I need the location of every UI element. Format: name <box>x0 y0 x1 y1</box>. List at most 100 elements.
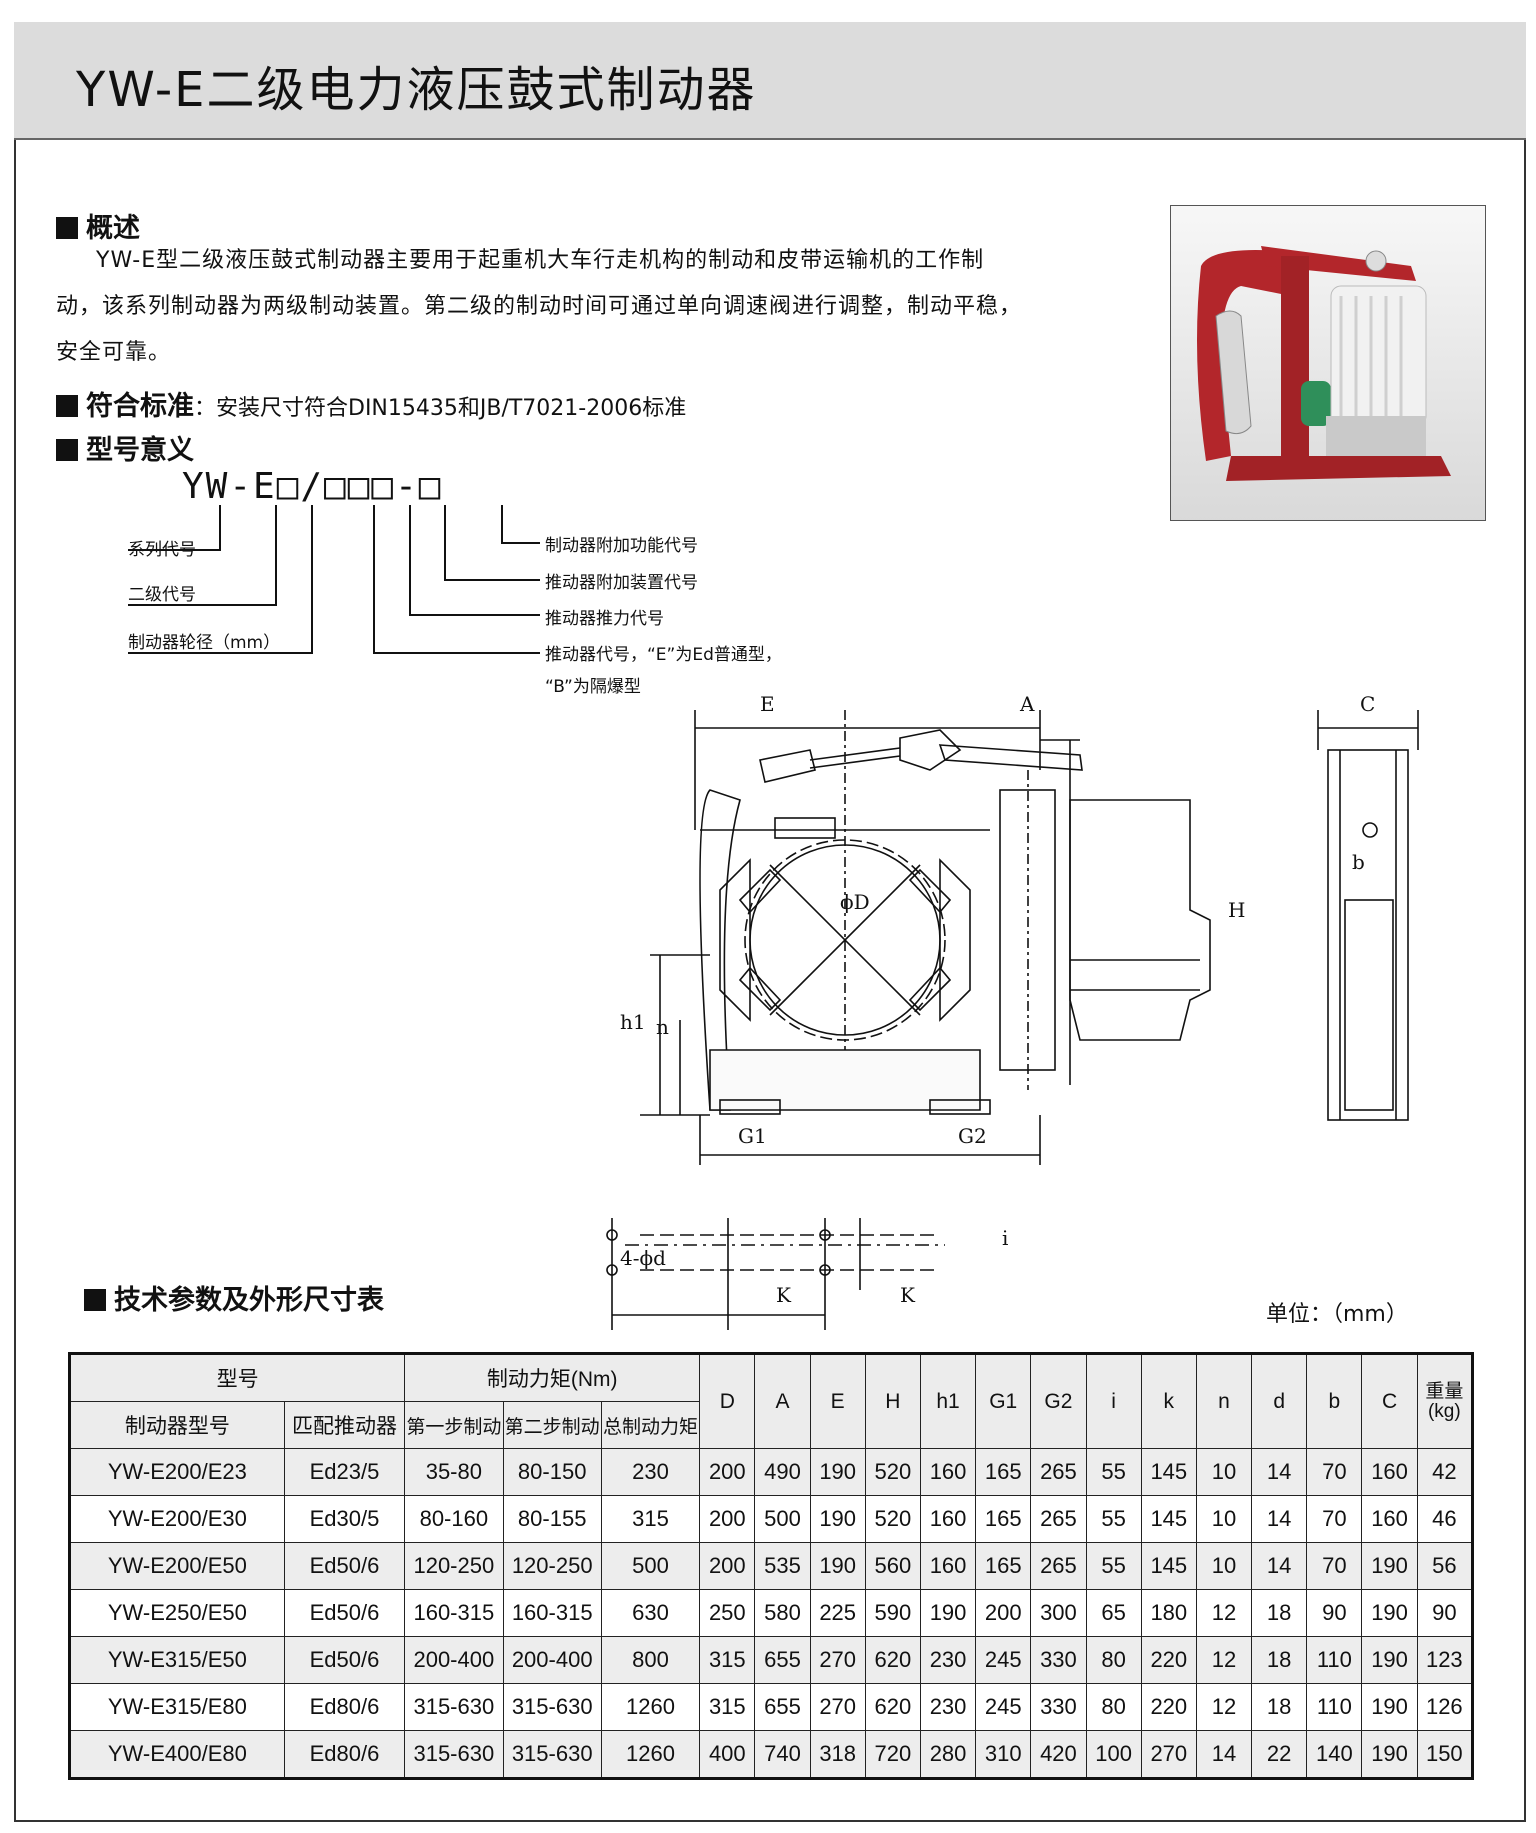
table-cell: 330 <box>1030 1683 1087 1731</box>
square-bullet-icon <box>56 395 78 417</box>
table-cell: Ed23/5 <box>283 1448 406 1496</box>
table-cell: 70 <box>1306 1495 1363 1543</box>
standard-text: ：安装尺寸符合DIN15435和JB/T7021-2006标准 <box>194 396 687 421</box>
table-cell: Ed50/6 <box>283 1542 406 1590</box>
table-cell: 655 <box>754 1683 811 1731</box>
table-cell: 80 <box>1085 1636 1142 1684</box>
table-cell: 200 <box>699 1495 756 1543</box>
table-cell: 46 <box>1416 1495 1474 1543</box>
cell-model: YW-E250/E50 <box>69 1589 285 1637</box>
table-cell: 120-250 <box>502 1542 602 1590</box>
overview-line: YW-E型二级液压鼓式制动器主要用于起重机大车行走机构的制动和皮带运输机的工作制 <box>96 248 985 273</box>
table-cell: 200-400 <box>404 1636 504 1684</box>
table-cell: 620 <box>864 1636 921 1684</box>
overview-line: 动，该系列制动器为两级制动装置。第二级的制动时间可通过单向调速阀进行调整，制动平… <box>56 294 1023 319</box>
label-thruster-accessory: 推动器附加装置代号 <box>545 573 698 593</box>
table-header-k: k <box>1140 1353 1197 1449</box>
label-thruster-force: 推动器推力代号 <box>545 609 664 629</box>
square-bullet-icon <box>56 439 78 461</box>
dim-label-d: 4-ϕd <box>620 1246 666 1270</box>
table-header-E: E <box>809 1353 866 1449</box>
table-heading: 技术参数及外形尺寸表 <box>84 1278 384 1317</box>
table-cell: 655 <box>754 1636 811 1684</box>
table-cell: 800 <box>600 1636 701 1684</box>
label-second-stage-code: 二级代号 <box>128 585 196 605</box>
table-cell: 56 <box>1416 1542 1474 1590</box>
table-cell: 55 <box>1085 1495 1142 1543</box>
label-explosion-proof: “B”为隔爆型 <box>545 677 641 697</box>
table-cell: 55 <box>1085 1448 1142 1496</box>
dim-label-E: E <box>760 692 775 716</box>
dim-label-K1: K <box>776 1283 791 1307</box>
table-header-second-step: 第二步制动 <box>502 1401 602 1449</box>
table-cell: 230 <box>919 1683 977 1731</box>
table-cell: 110 <box>1306 1683 1363 1731</box>
table-cell: 620 <box>864 1683 921 1731</box>
table-cell: 245 <box>975 1636 1032 1684</box>
table-cell: 65 <box>1085 1589 1142 1637</box>
table-cell: 270 <box>809 1636 866 1684</box>
table-cell: 315-630 <box>404 1683 504 1731</box>
table-cell: 140 <box>1306 1730 1363 1779</box>
label-wheel-diameter: 制动器轮径（mm） <box>128 633 281 653</box>
model-meaning-heading: 型号意义 <box>56 428 194 467</box>
table-cell: 740 <box>754 1730 811 1779</box>
table-cell: Ed80/6 <box>283 1730 406 1779</box>
page-title: YW-E二级电力液压鼓式制动器 <box>76 62 757 118</box>
dim-label-D: ϕD <box>840 890 870 914</box>
table-cell: 270 <box>809 1683 866 1731</box>
table-header-C: C <box>1361 1353 1418 1449</box>
table-cell: 315 <box>600 1495 701 1543</box>
table-cell: Ed30/5 <box>283 1495 406 1543</box>
table-header-h1: h1 <box>919 1353 977 1449</box>
table-cell: 230 <box>919 1636 977 1684</box>
table-cell: 12 <box>1195 1636 1253 1684</box>
table-header-brake-model: 制动器型号 <box>69 1401 285 1449</box>
table-cell: 580 <box>754 1589 811 1637</box>
table-cell: 520 <box>864 1495 921 1543</box>
table-cell: 190 <box>809 1495 866 1543</box>
table-cell: 110 <box>1306 1636 1363 1684</box>
table-cell: 315-630 <box>502 1730 602 1779</box>
dim-label-C: C <box>1360 692 1376 716</box>
cell-model: YW-E200/E30 <box>69 1495 285 1543</box>
dim-label-A: A <box>1020 692 1035 716</box>
table-cell: 10 <box>1195 1542 1253 1590</box>
table-cell: 12 <box>1195 1589 1253 1637</box>
table-cell: 42 <box>1416 1448 1474 1496</box>
table-header-thruster: 匹配推动器 <box>283 1401 406 1449</box>
model-code: YW-E□/□□□-□ <box>182 466 443 507</box>
table-cell: 315 <box>699 1636 756 1684</box>
cell-model: YW-E315/E80 <box>69 1683 285 1731</box>
table-cell: 80-155 <box>502 1495 602 1543</box>
dim-label-n: n <box>656 1015 669 1039</box>
table-header-D: D <box>699 1353 756 1449</box>
table-cell: 318 <box>809 1730 866 1779</box>
table-cell: 200 <box>975 1589 1032 1637</box>
table-cell: 190 <box>1361 1542 1418 1590</box>
table-cell: 535 <box>754 1542 811 1590</box>
label-thruster-code: 推动器代号，“E”为Ed普通型， <box>545 645 782 665</box>
table-cell: 265 <box>1030 1542 1087 1590</box>
table-cell: 500 <box>754 1495 811 1543</box>
table-cell: 18 <box>1251 1636 1308 1684</box>
table-cell: 220 <box>1140 1683 1197 1731</box>
table-cell: 200-400 <box>502 1636 602 1684</box>
square-bullet-icon <box>56 217 78 239</box>
table-cell: 200 <box>699 1542 756 1590</box>
table-cell: 160 <box>919 1495 977 1543</box>
table-cell: 90 <box>1416 1589 1474 1637</box>
table-cell: 10 <box>1195 1495 1253 1543</box>
table-cell: 560 <box>864 1542 921 1590</box>
table-cell: 190 <box>1361 1636 1418 1684</box>
table-cell: 300 <box>1030 1589 1087 1637</box>
dim-label-h1: h1 <box>620 1010 646 1034</box>
table-cell: 500 <box>600 1542 701 1590</box>
table-cell: 220 <box>1140 1636 1197 1684</box>
table-cell: 190 <box>809 1542 866 1590</box>
table-cell: 80-150 <box>502 1448 602 1496</box>
dim-label-G1: G1 <box>738 1124 767 1148</box>
table-cell: 270 <box>1140 1730 1197 1779</box>
